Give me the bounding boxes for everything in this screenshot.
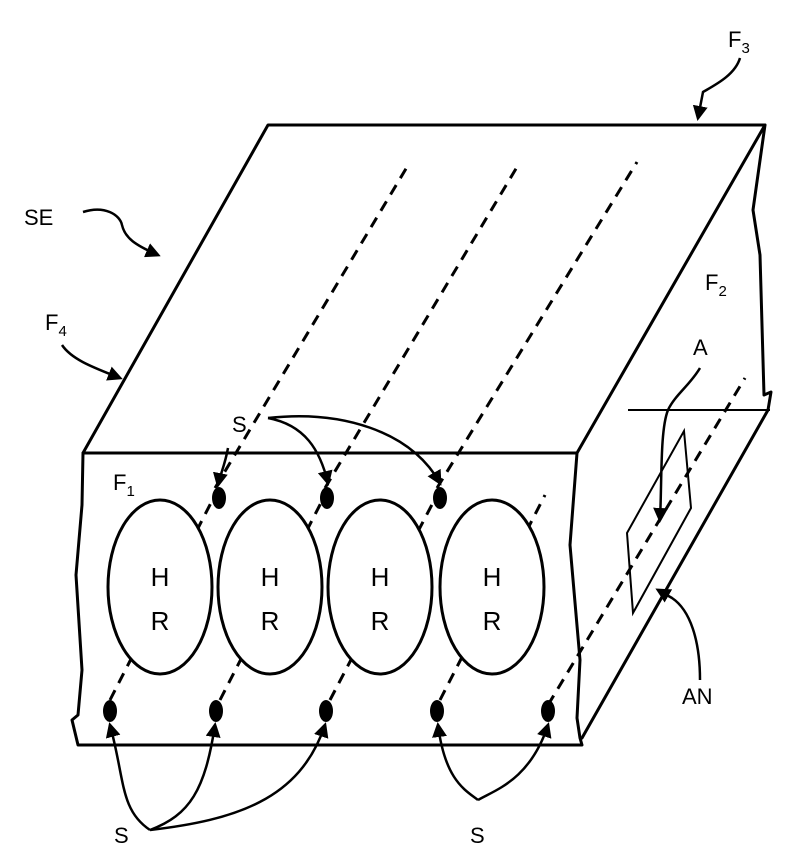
chamber-group: H R H R H R H R <box>106 498 546 676</box>
chamber-label-r: R <box>483 606 502 636</box>
label-f2: F2 <box>705 270 727 300</box>
sensor-dots-bottom <box>103 700 555 722</box>
side-window <box>625 427 693 617</box>
chamber-label-r: R <box>261 606 280 636</box>
label-s-top: S <box>232 412 247 437</box>
chamber-label-h: H <box>261 562 280 592</box>
label-s-bottom-left: S <box>114 823 129 848</box>
label-f1: F1 <box>113 470 135 500</box>
chamber-label-h: H <box>371 562 390 592</box>
labels: SE F4 F3 F2 F1 A AN S S S <box>24 27 750 848</box>
leader-arrows <box>60 57 742 832</box>
label-f4: F4 <box>45 310 67 340</box>
sensor-dots-top <box>212 487 447 509</box>
label-f3: F3 <box>728 27 750 57</box>
label-se: SE <box>24 205 53 230</box>
chamber: H R <box>326 498 434 676</box>
chamber: H R <box>438 498 546 676</box>
front-face <box>70 451 584 747</box>
side-face <box>580 123 773 740</box>
label-an: AN <box>682 684 713 709</box>
label-s-bottom-right: S <box>470 823 485 848</box>
chamber-label-h: H <box>151 562 170 592</box>
label-a: A <box>693 335 708 360</box>
chamber-label-r: R <box>151 606 170 636</box>
chamber: H R <box>216 498 324 676</box>
chamber: H R <box>106 498 214 676</box>
chamber-label-h: H <box>483 562 502 592</box>
top-face <box>81 123 767 455</box>
chamber-label-r: R <box>371 606 390 636</box>
